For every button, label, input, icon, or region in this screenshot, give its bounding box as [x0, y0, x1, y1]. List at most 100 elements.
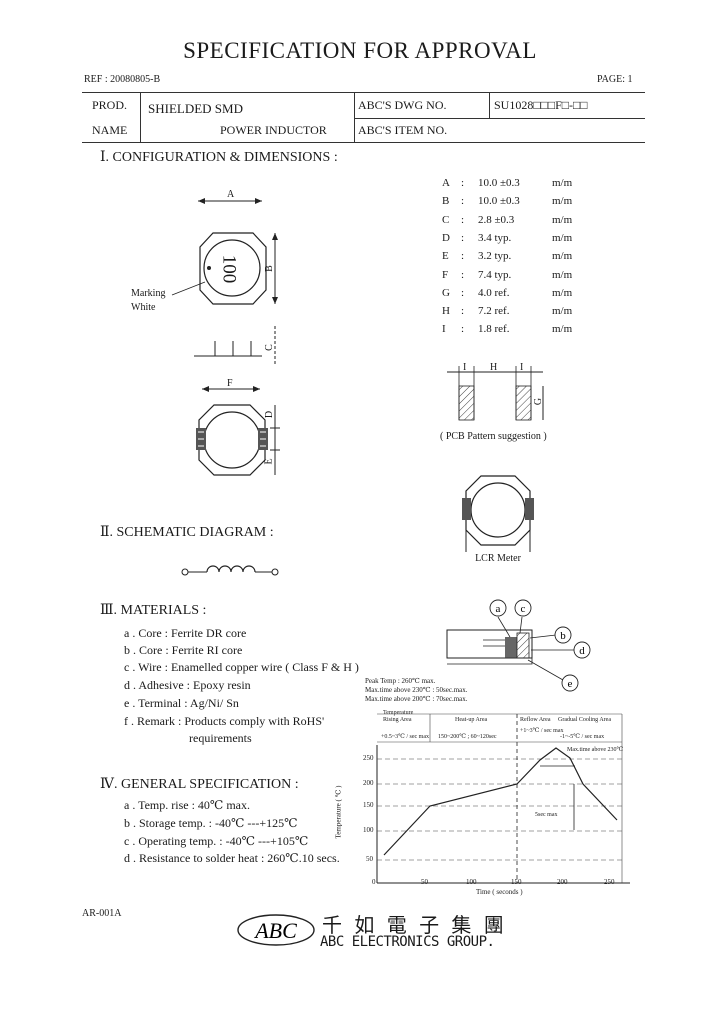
- reflow-ytick-250: 250: [363, 754, 374, 762]
- header-bottom-rule: [82, 142, 645, 143]
- dim-a-label: A: [227, 189, 235, 200]
- dimension-key: A: [442, 177, 450, 189]
- reflow-xtick-50: 50: [421, 878, 428, 886]
- logo-text: ABC: [253, 918, 297, 943]
- reflow-xtick-0: 0: [372, 878, 376, 886]
- dimension-value: 3.4 typ.: [478, 231, 512, 244]
- dim-e-label: E: [263, 458, 275, 465]
- material-item-d: d . Adhesive : Epoxy resin: [124, 678, 251, 692]
- callout-c-leader: [519, 616, 523, 634]
- dimension-key: I: [442, 323, 446, 336]
- reflow-xtick-250: 250: [604, 878, 615, 886]
- reflow-note-200: Max.time above 200℃ : 70sec.max.: [365, 695, 468, 703]
- reflow-zone-heat: Heat-up Area: [455, 717, 488, 723]
- dimension-key: G: [442, 286, 450, 299]
- callout-b-label: b: [560, 630, 566, 642]
- material-item-f: f . Remark : Products comply with RoHS': [124, 714, 325, 728]
- page-number: PAGE: 1: [597, 74, 633, 85]
- pcb-label-i2: I: [520, 362, 524, 373]
- schematic-coil: [206, 565, 256, 573]
- dimension-colon: :: [461, 177, 465, 189]
- page-title: SPECIFICATION FOR APPROVAL: [183, 38, 537, 63]
- ref-number: REF : 20080805-B: [84, 74, 161, 85]
- pcb-pad-left: [458, 385, 475, 421]
- marking-label-line1: Marking: [131, 288, 166, 299]
- general-item-a: a . Temp. rise : 40℃ max.: [124, 798, 251, 812]
- prod-label: PROD.: [92, 98, 128, 112]
- dim-a-arrow-right: [255, 198, 262, 204]
- materials-section-base: [447, 657, 533, 665]
- dimension-unit: m/m: [552, 305, 573, 318]
- callout-c-label: c: [521, 603, 526, 615]
- dim-d-label: D: [264, 410, 276, 419]
- reflow-xtick-150: 150: [511, 878, 522, 886]
- dimension-colon: :: [461, 305, 465, 318]
- dimension-unit: m/m: [552, 286, 573, 299]
- reflow-xtick-100: 100: [466, 878, 477, 886]
- material-item-e: e . Terminal : Ag/Ni/ Sn: [124, 696, 239, 710]
- callout-d-label: d: [579, 645, 585, 657]
- lcr-view-core-circle: [470, 482, 526, 538]
- dimension-unit: m/m: [552, 213, 573, 226]
- company-logo: ABC: [237, 914, 315, 946]
- callout-a-leader: [497, 616, 511, 638]
- dimension-colon: :: [461, 195, 465, 208]
- pcb-pad-right: [515, 385, 532, 421]
- lcr-terminal-right: [525, 498, 534, 520]
- reflow-xtick-200: 200: [557, 878, 568, 886]
- dimension-colon: :: [461, 286, 465, 299]
- item-label: ABC'S ITEM NO.: [358, 123, 448, 137]
- callout-b-circle: [554, 626, 572, 644]
- reflow-rate-cool: -1~-5℃ / sec max: [560, 734, 605, 740]
- dimension-value: 2.8 ±0.3: [478, 213, 515, 226]
- schematic-terminal-left: [181, 568, 189, 576]
- company-name-en: ABC ELECTRONICS GROUP.: [320, 934, 495, 950]
- reflow-ytick-50: 50: [366, 855, 373, 863]
- dimension-unit: m/m: [552, 323, 573, 336]
- dimension-value: 10.0 ±0.3: [478, 177, 520, 189]
- dim-f-arrow-right: [253, 386, 260, 392]
- logo-ellipse: [237, 914, 315, 946]
- dimension-value: 10.0 ±0.3: [478, 195, 520, 208]
- product-name-line2: POWER INDUCTOR: [220, 123, 327, 137]
- form-number: AR-001A: [82, 908, 122, 919]
- dimension-colon: :: [461, 250, 465, 263]
- section-general-heading: Ⅳ. GENERAL SPECIFICATION :: [100, 777, 299, 792]
- reflow-profile-curve: [383, 747, 618, 856]
- reflow-y-label: Temperature ( ℃ ): [334, 785, 343, 839]
- material-item-b: b . Core : Ferrite RI core: [124, 643, 243, 657]
- section-schematic-heading: Ⅱ. SCHEMATIC DIAGRAM :: [100, 525, 274, 540]
- material-item-f-cont: requirements: [189, 731, 252, 745]
- dim-b-label: B: [263, 265, 275, 272]
- callout-d-circle: [573, 641, 591, 659]
- general-item-c: c . Operating temp. : -40℃ ---+105℃: [124, 834, 309, 848]
- general-item-b: b . Storage temp. : -40℃ ---+125℃: [124, 816, 298, 830]
- callout-e-leader: [527, 659, 564, 681]
- dimension-colon: :: [461, 213, 465, 226]
- callout-b-leader: [529, 634, 557, 639]
- name-label: NAME: [92, 123, 128, 137]
- callout-a-label: a: [496, 603, 501, 615]
- pcb-label-h: H: [490, 362, 498, 373]
- dimension-unit: m/m: [552, 177, 573, 189]
- dimension-value: 4.0 ref.: [478, 286, 510, 299]
- reflow-note-230: Max.time above 230℃ : 50sec.max.: [365, 686, 468, 694]
- header-col2-rule: [354, 92, 355, 142]
- dimension-key: F: [442, 268, 449, 281]
- marking-code: 100: [218, 254, 240, 284]
- reflow-ytick-100: 100: [363, 826, 374, 834]
- header-mid-rule: [355, 118, 645, 119]
- dim-c-label: C: [263, 344, 275, 351]
- top-view-pin-dot: [207, 266, 211, 270]
- bottom-view-core-circle: [203, 411, 261, 469]
- dimension-key: D: [442, 231, 450, 244]
- general-item-d: d . Resistance to solder heat : 260℃.10 …: [124, 851, 340, 865]
- dimension-colon: :: [461, 231, 465, 244]
- dimension-colon: :: [461, 323, 465, 336]
- dimension-key: H: [442, 305, 450, 318]
- reflow-note-peak: Peak Temp : 260℃ max.: [365, 677, 436, 685]
- reflow-zone-rising: Temperature Rising Area: [383, 710, 414, 723]
- section-configuration-heading: Ⅰ. CONFIGURATION & DIMENSIONS :: [100, 150, 338, 165]
- callout-e-circle: [561, 674, 579, 692]
